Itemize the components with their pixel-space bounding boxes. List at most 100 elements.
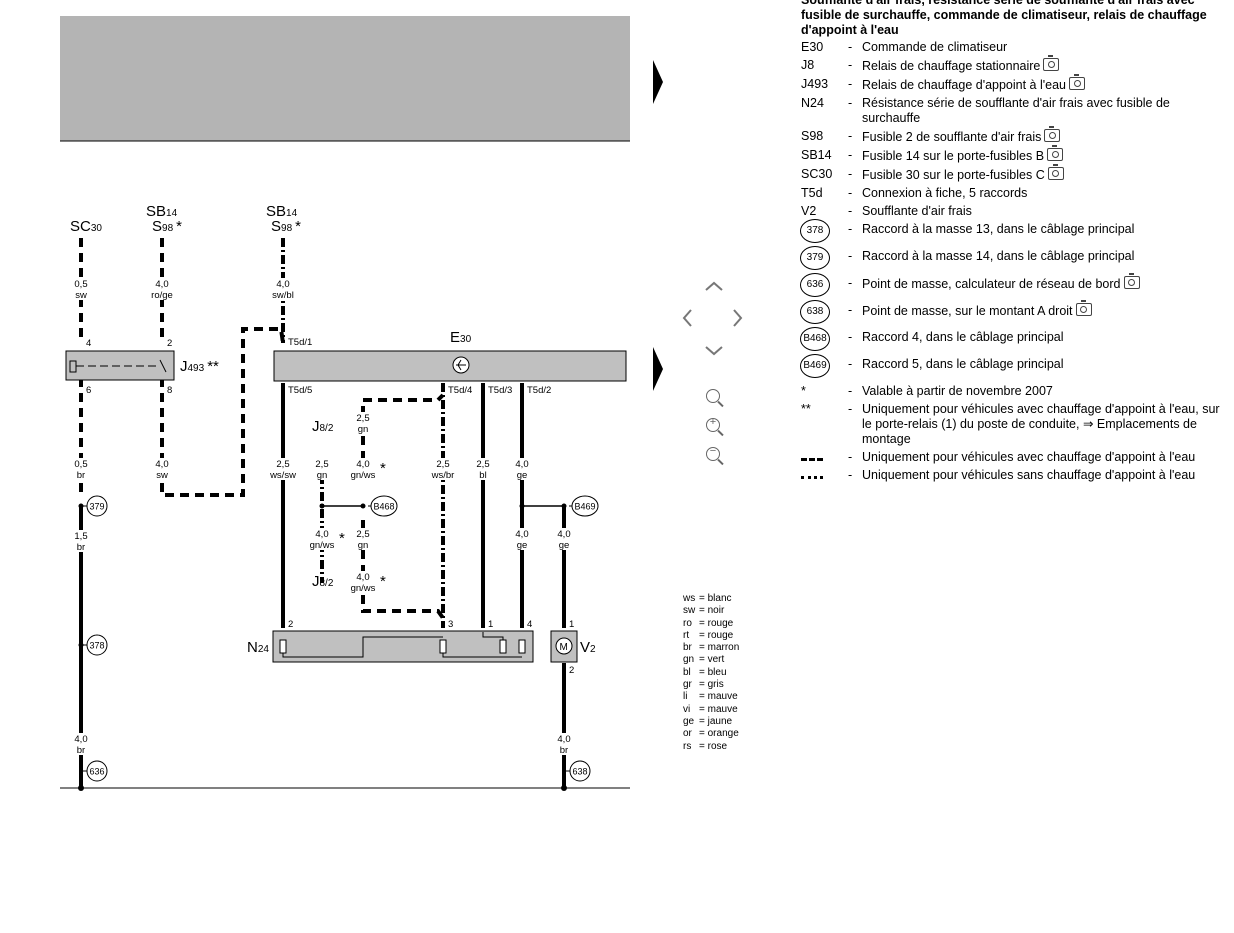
wire-color-label: br	[77, 542, 85, 553]
camera-icon[interactable]	[1047, 164, 1064, 180]
color-abbrev: br	[683, 642, 692, 654]
legend-code: SC30	[801, 167, 833, 181]
legend-description: Point de masse, calculateur de réseau de…	[862, 273, 1231, 292]
ground-point-marker[interactable]	[86, 634, 108, 656]
camera-icon[interactable]	[1075, 300, 1092, 316]
legend-code: T5d	[801, 186, 823, 200]
legend-dash: -	[848, 58, 853, 72]
color-abbrev: or	[683, 728, 692, 740]
wire-color-label: sw/bl	[272, 290, 294, 301]
wire-color-label: gn	[317, 470, 328, 481]
pin-label: T5d/3	[488, 385, 512, 396]
ground-point-marker[interactable]	[86, 760, 108, 782]
pin-label: 2	[569, 665, 574, 676]
legend-code: **	[801, 402, 811, 416]
wire-size-label: 4,0	[515, 529, 528, 540]
camera-icon[interactable]	[1047, 145, 1064, 161]
legend-code: SB14	[801, 148, 832, 162]
relay-j493[interactable]	[65, 350, 175, 381]
legend-code: B469	[800, 354, 848, 378]
legend-item: B469-Raccord 5, dans le câblage principa…	[800, 354, 1231, 378]
ground-point-marker[interactable]	[569, 760, 591, 782]
star-marker: *	[339, 530, 345, 547]
legend-dash: -	[848, 276, 853, 290]
wire-gnws-lower	[361, 520, 445, 620]
magnifier-icon[interactable]	[706, 389, 720, 403]
legend-item: **-Uniquement pour véhicules avec chauff…	[801, 402, 1231, 447]
legend-code: 638	[800, 300, 848, 324]
color-code-row: or= orange	[683, 728, 739, 740]
chevron-right-icon[interactable]	[732, 308, 744, 334]
legend-description: Valable à partir de novembre 2007	[862, 384, 1053, 398]
legend-item: 378-Raccord à la masse 13, dans le câbla…	[800, 219, 1231, 243]
ground-point-label: B468	[373, 502, 394, 512]
legend-description: Soufflante d'air frais	[862, 204, 972, 218]
wire-size-label: 1,5	[74, 531, 87, 542]
ground-point-label: 378	[89, 641, 104, 651]
wire-color-label: gn/ws	[310, 540, 335, 551]
legend-item: S98-Fusible 2 de soufflante d'air frais	[801, 126, 1231, 145]
legend-dash: -	[848, 468, 853, 482]
legend-item: -Uniquement pour véhicules avec chauffag…	[801, 450, 1231, 465]
wire-size-label: 0,5	[74, 459, 87, 470]
legend-code: V2	[801, 204, 817, 218]
svg-text:M: M	[560, 642, 568, 653]
dashdot-line-sample	[801, 476, 823, 479]
color-name: = marron	[699, 642, 740, 654]
legend-item: *-Valable à partir de novembre 2007	[801, 384, 1231, 399]
control-e30[interactable]	[273, 350, 627, 382]
pin-label: 2	[167, 338, 172, 349]
legend-code	[801, 468, 848, 483]
color-code-row: rs= rose	[683, 741, 739, 753]
color-code-row: ge= jaune	[683, 716, 739, 728]
legend-code: *	[801, 384, 806, 398]
v2-label: V2	[580, 639, 596, 656]
wire-size-label: 2,5	[276, 459, 289, 470]
chevron-down-icon[interactable]	[704, 340, 724, 363]
wire-color-label: sw	[156, 470, 168, 481]
wire-size-label: 2,5	[476, 459, 489, 470]
zoom-in-icon[interactable]: +	[706, 416, 720, 432]
legend-description: Raccord à la masse 13, dans le câblage p…	[862, 222, 1135, 236]
wire-color-label: gn/ws	[351, 583, 376, 594]
color-name: = rouge	[699, 629, 734, 641]
e30-label: E30	[450, 329, 472, 346]
star-marker: *	[380, 460, 386, 477]
legend-code: 379	[800, 246, 848, 270]
ground-point-marker[interactable]	[86, 495, 108, 517]
camera-icon[interactable]	[1043, 55, 1060, 71]
chevron-up-icon[interactable]	[704, 275, 724, 298]
wire-color-label: ge	[559, 540, 570, 551]
ground-point-marker[interactable]	[571, 495, 599, 517]
legend-description: Relais de chauffage stationnaire	[862, 55, 1231, 74]
wire-color-label: bl	[479, 470, 486, 481]
j8-top-label: J8/2	[312, 418, 334, 435]
wire-size-label: 4,0	[74, 734, 87, 745]
legend-description: Uniquement pour véhicules sans chauffage…	[862, 468, 1196, 482]
camera-icon[interactable]	[1044, 126, 1061, 142]
wire-size-label: 4,0	[315, 529, 328, 540]
ground-point-marker[interactable]	[370, 495, 398, 517]
camera-icon[interactable]	[1069, 74, 1086, 90]
color-abbrev: ws	[683, 593, 696, 604]
ground-point-label: 379	[89, 502, 104, 512]
color-abbrev: gr	[683, 679, 692, 691]
motor-v2[interactable]: M	[550, 630, 578, 663]
page-arrow-middle[interactable]	[653, 347, 663, 391]
color-code-row: li= mauve	[683, 691, 739, 703]
resistor-n24[interactable]	[272, 630, 534, 663]
legend-dash: -	[848, 96, 853, 110]
legend-dash: -	[848, 330, 853, 344]
chevron-left-icon[interactable]	[681, 308, 693, 334]
camera-icon[interactable]	[1123, 273, 1140, 289]
page-arrow-top[interactable]	[653, 60, 663, 104]
wire-color-label: ro/ge	[151, 290, 173, 301]
legend-item: -Uniquement pour véhicules sans chauffag…	[801, 468, 1231, 483]
color-abbrev: ge	[683, 715, 695, 727]
pin-label: 4	[527, 619, 532, 630]
zoom-out-icon[interactable]: −	[706, 445, 720, 461]
wire-size-label: 4,0	[276, 279, 289, 290]
pin-label: 1	[569, 619, 574, 630]
ground-point-label: B469	[574, 502, 595, 512]
